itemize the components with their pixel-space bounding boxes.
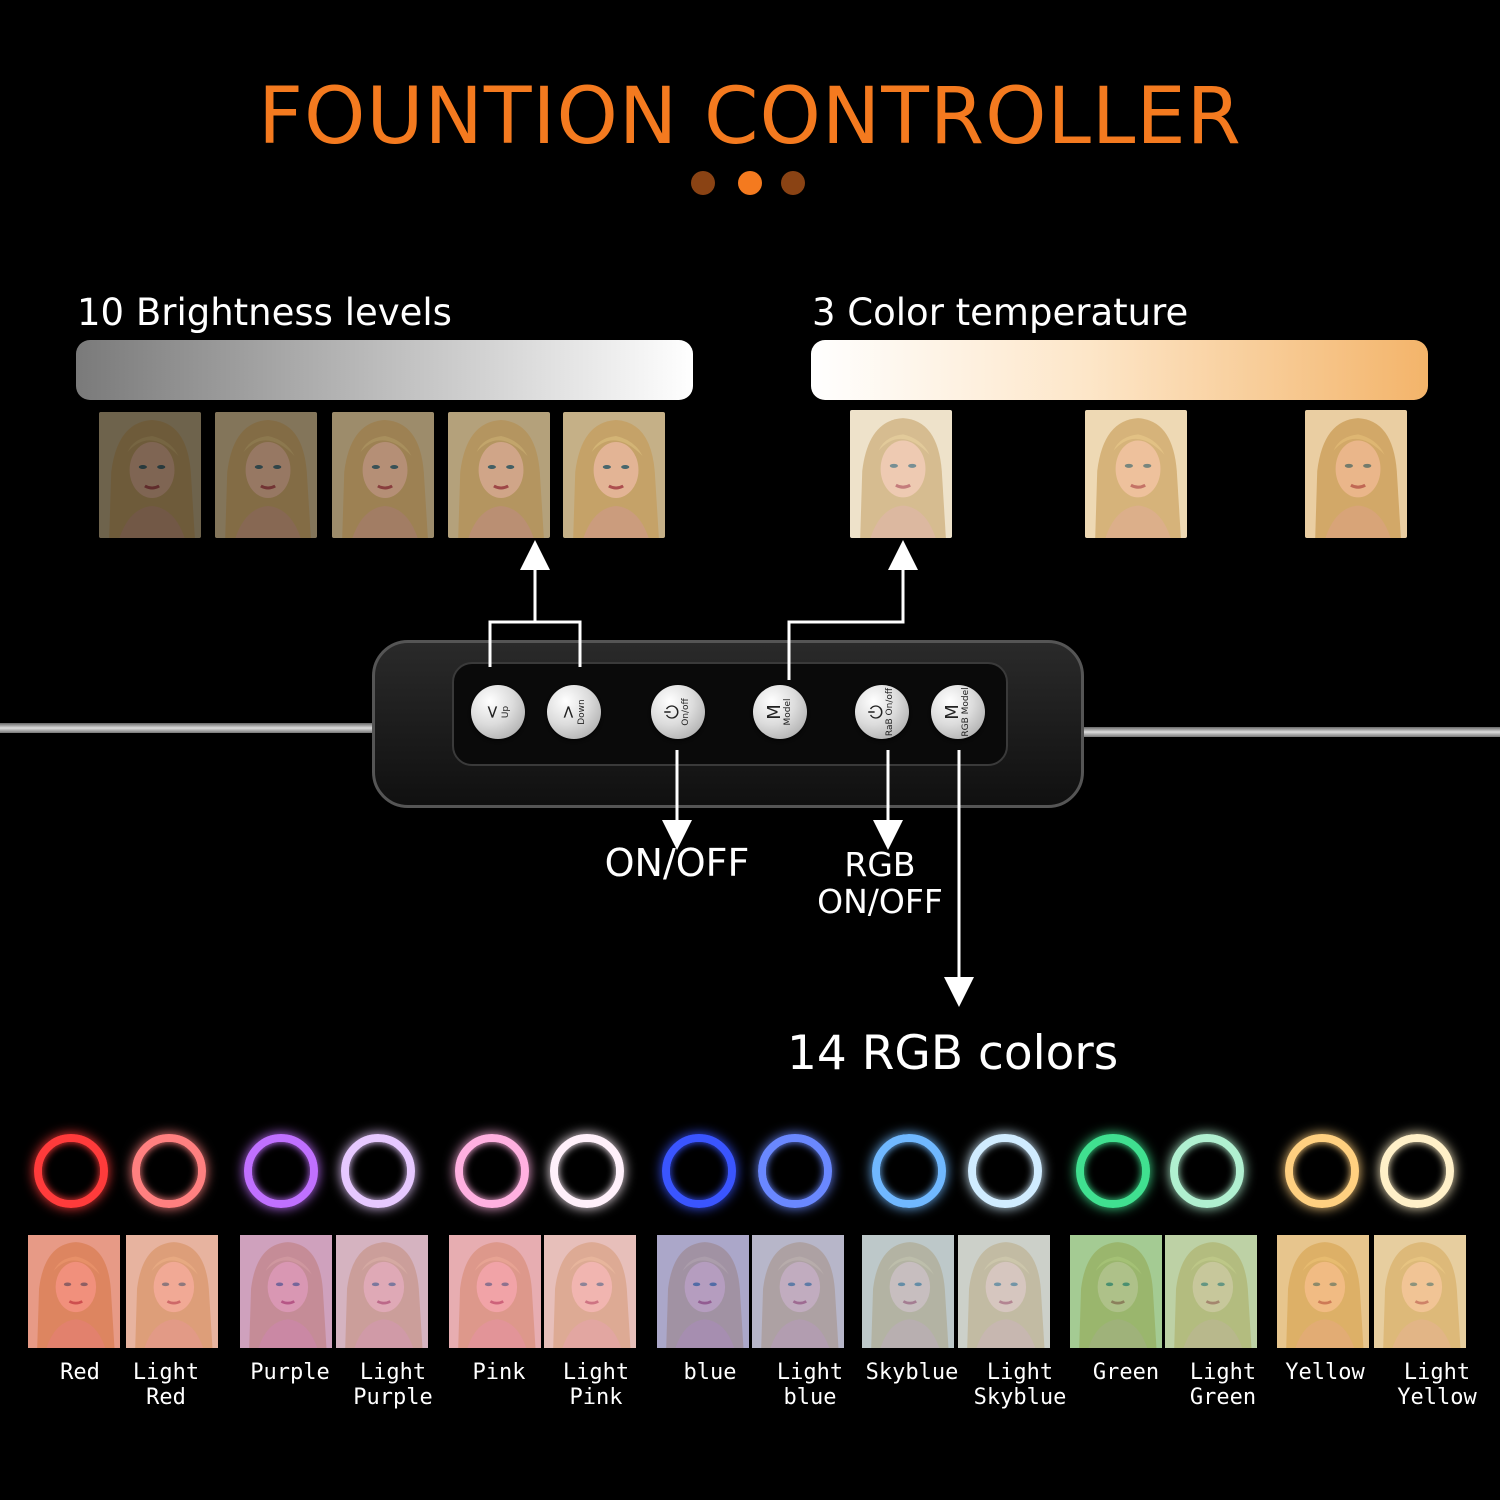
decor-dot <box>781 171 805 195</box>
brightness-sample-photo <box>563 412 665 538</box>
brightness-sample-photo <box>332 412 434 538</box>
ring-light-icon <box>341 1134 415 1208</box>
rgb-sample-photo <box>544 1235 636 1348</box>
rgb-sample-photo <box>240 1235 332 1348</box>
rgb-color-name: Skyblue <box>865 1360 959 1385</box>
brightness-gradient-bar <box>76 340 693 400</box>
rgb-sample-photo <box>1277 1235 1369 1348</box>
controller-panel <box>452 662 1008 766</box>
rgb-sample-photo <box>958 1235 1050 1348</box>
page-title: FOUNTION CONTROLLER <box>258 72 1242 162</box>
ring-light-icon <box>455 1134 529 1208</box>
decor-dot <box>691 171 715 195</box>
rgb-sample-photo <box>1070 1235 1162 1348</box>
rgb-color-name: Yellow <box>1285 1360 1365 1385</box>
ring-light-icon <box>34 1134 108 1208</box>
ring-light-icon <box>1380 1134 1454 1208</box>
brightness-sample-photo <box>99 412 201 538</box>
temperature-sample-photo <box>850 410 952 538</box>
rgb-color-name: Pink <box>472 1360 526 1385</box>
power-button[interactable]: ⏻On/off <box>651 685 705 739</box>
down-button[interactable]: >Down <box>547 685 601 739</box>
ring-light-icon <box>758 1134 832 1208</box>
ring-light-icon <box>662 1134 736 1208</box>
rgb-sample-photo <box>126 1235 218 1348</box>
rgb-sample-photo <box>1374 1235 1466 1348</box>
rgb-color-name: Red <box>60 1360 100 1385</box>
ring-light-icon <box>132 1134 206 1208</box>
rgb-sample-photo <box>336 1235 428 1348</box>
temperature-label: 3 Color temperature <box>812 291 1189 334</box>
ring-light-icon <box>872 1134 946 1208</box>
ring-light-icon <box>1170 1134 1244 1208</box>
ring-light-icon <box>1285 1134 1359 1208</box>
cable-left <box>0 723 380 733</box>
up-button[interactable]: <Up <box>471 685 525 739</box>
rgb-colors-label: 14 RGB colors <box>787 1026 1119 1081</box>
ring-light-icon <box>244 1134 318 1208</box>
rgb-sample-photo <box>752 1235 844 1348</box>
cable-right <box>1080 727 1500 737</box>
rgb-sample-photo <box>449 1235 541 1348</box>
ring-light-icon <box>1076 1134 1150 1208</box>
rgb-color-name: blue <box>683 1360 737 1385</box>
rgb-sample-photo <box>28 1235 120 1348</box>
rgb-sample-photo <box>657 1235 749 1348</box>
temperature-gradient-bar <box>811 340 1428 400</box>
rgb-color-name: Purple <box>250 1360 330 1385</box>
rgb-color-name: Green <box>1092 1360 1160 1385</box>
ring-light-icon <box>550 1134 624 1208</box>
decor-dot-active <box>738 171 762 195</box>
rgb-on-off-label: RGB ON/OFF <box>817 845 943 921</box>
rgb-sample-photo <box>862 1235 954 1348</box>
brightness-sample-photo <box>215 412 317 538</box>
on-off-label: ON/OFF <box>604 841 750 885</box>
rgb-power-button[interactable]: ⏻RaB On/off <box>855 685 909 739</box>
rgb-sample-photo <box>1165 1235 1257 1348</box>
ring-light-icon <box>968 1134 1042 1208</box>
temperature-sample-photo <box>1305 410 1407 538</box>
brightness-label: 10 Brightness levels <box>77 291 452 334</box>
brightness-sample-photo <box>448 412 550 538</box>
temperature-sample-photo <box>1085 410 1187 538</box>
